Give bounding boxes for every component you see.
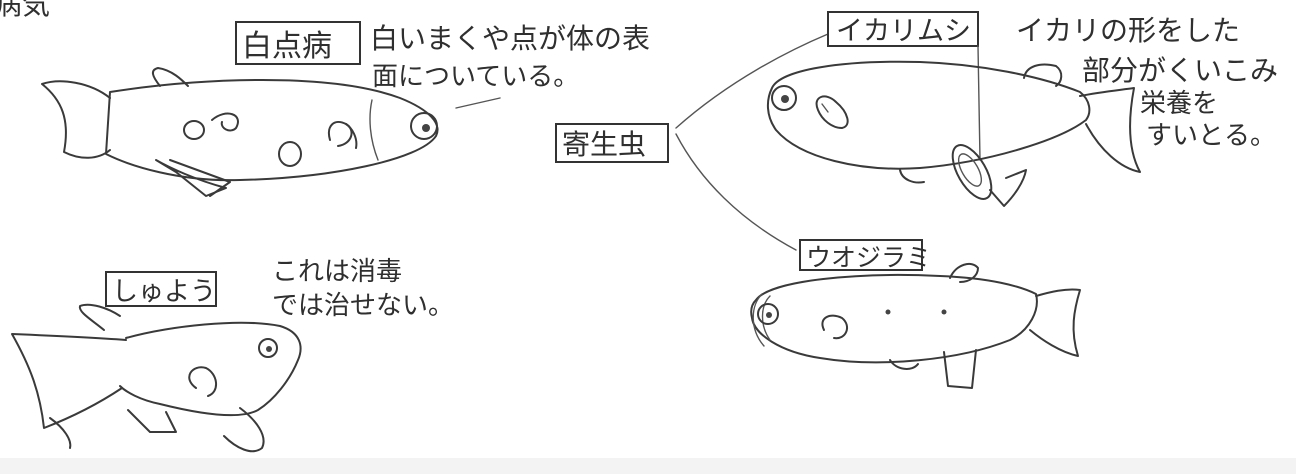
ikarimushi-note-line-2: 部分がくいこみ [1082,54,1278,87]
ikarimushi-label-box [827,11,979,47]
page-heading: 病気 [0,0,50,21]
parasite-label: 寄生虫 [562,128,646,161]
chodamushi-fish [750,262,1081,389]
ikarimushi-pointer [977,45,981,161]
shuyou-note-line-1: これは消毒 [272,257,402,287]
anchor-worm [951,144,993,200]
chodamushi-group: ウオジラミ [750,239,1081,389]
shuyou-group: しゅよう これは消毒 では治せない。 [11,257,454,453]
ikarimushi-label: イカリムシ [836,16,971,47]
shuyou-note-line-2: では治せない。 [272,291,454,321]
chodamushi-label: ウオジラミ [806,243,931,272]
shuyou-label: しゅよう [112,277,216,307]
ikarimushi-note-line-3: 栄養を [1140,89,1218,119]
fish-louse [885,309,891,315]
ikarimushi-group: イカリムシ イカリの形をした 部分がくいこみ 栄養を すいとる。 [766,11,1278,207]
hakuten-pointer [455,97,501,109]
hakuten-note-line-1: 白いまくや点が体の表 [370,22,650,55]
white-spot [183,120,205,140]
hakuten-group: 白点病 白いまくや点が体の表 面についている。 [41,21,650,197]
white-spot [278,141,302,167]
white-spot [345,123,358,149]
connector-to-ikarimushi [675,33,829,129]
ikarimushi-note-line-1: イカリの形をした [1016,14,1240,47]
parasite-hub-group: 寄生虫 [555,33,829,251]
hakuten-note-line-2: 面についている。 [372,62,579,92]
white-spot [211,112,239,132]
shuyou-label-box [105,271,217,307]
hakuten-label: 白点病 [242,29,332,64]
shuyou-fish [11,303,302,453]
fish-louse [941,309,947,315]
hakuten-fish [41,67,439,197]
parasite-label-box [555,123,669,163]
chodamushi-label-box [799,239,923,271]
scan-bottom-edge [0,458,1296,474]
ikarimushi-note-line-4: すいとる。 [1146,121,1276,151]
ikarimushi-fish [766,60,1141,207]
hakuten-label-box [235,21,361,65]
connector-to-chodamushi [675,133,797,251]
